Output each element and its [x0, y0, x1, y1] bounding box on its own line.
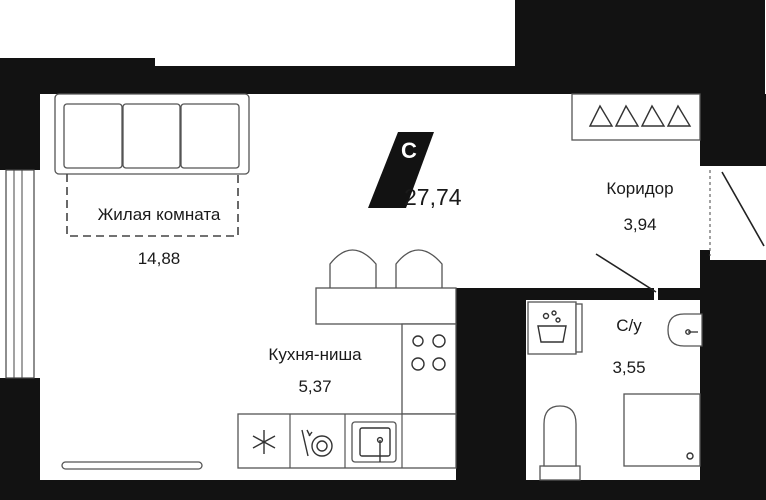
apartment-type-badge: С	[368, 132, 434, 208]
total-area: 27,74	[404, 184, 462, 210]
window-left	[5, 169, 35, 379]
stove-icon	[401, 323, 457, 415]
room-area-living: 14,88	[138, 249, 181, 268]
room-area-corridor: 3,94	[623, 215, 656, 234]
washing-machine-icon	[527, 301, 583, 355]
room-name-bathroom: С/у	[616, 316, 642, 335]
room-area-kitchen: 5,37	[298, 377, 331, 396]
room-name-living: Жилая комната	[98, 205, 221, 224]
room-name-kitchen: Кухня-ниша	[268, 345, 362, 364]
kitchen-row	[237, 413, 457, 469]
fridge-snowflake-icon	[252, 430, 276, 454]
radiator-icon	[61, 461, 203, 470]
dishwasher-icon	[301, 429, 333, 457]
bar-counter-icon	[315, 249, 457, 325]
toilet-icon	[539, 405, 581, 481]
sink-icon	[351, 421, 397, 463]
wardrobe-icon	[571, 93, 701, 141]
sofa-icon	[54, 93, 250, 237]
apartment-type-label: С	[401, 138, 417, 163]
washbasin-icon	[667, 313, 703, 347]
bathroom-door-icon	[595, 253, 657, 293]
entrance-door-icon	[709, 170, 765, 256]
shower-tray-icon	[623, 393, 701, 467]
room-area-bathroom: 3,55	[612, 358, 645, 377]
room-name-corridor: Коридор	[606, 179, 673, 198]
